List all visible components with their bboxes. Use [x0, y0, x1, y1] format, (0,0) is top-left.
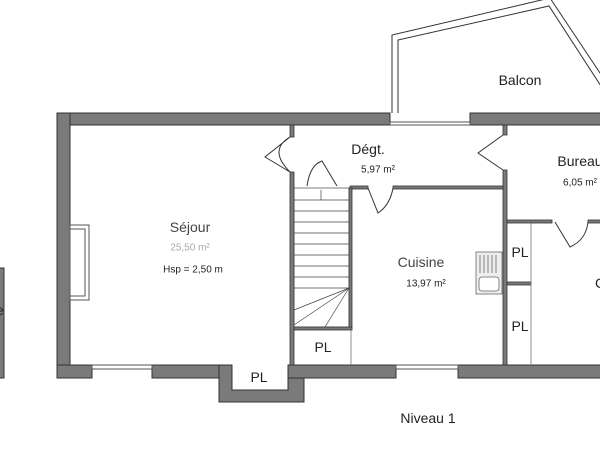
wall-bottom-1: [56, 364, 93, 379]
closet-label: PL: [250, 369, 268, 385]
wall-stairs-bottom: [293, 326, 353, 331]
wall-degt-bottom: [392, 185, 504, 190]
level-label: Niveau 1: [400, 410, 456, 426]
room-area-sejour: 25,50 m²: [170, 242, 210, 254]
wall-bureau-left: [502, 169, 508, 366]
room-label-partial-right: C: [595, 275, 600, 291]
wall-stairs-right: [348, 187, 353, 329]
wall-bottom-4: [457, 364, 600, 379]
wall-sejour-right-top: [289, 124, 295, 138]
wall-pl-divider: [506, 281, 532, 286]
window-sejour: [91, 364, 153, 370]
balcony-outline-outer: [391, 0, 600, 113]
closet-label: PL: [511, 318, 529, 334]
closet-label: PL: [314, 339, 332, 355]
window-top: [389, 121, 471, 126]
room-label-partial-left: e: [0, 302, 4, 318]
room-area-degt: 5,97 m²: [361, 164, 395, 176]
staircase: [293, 187, 350, 328]
wall-top-left: [56, 112, 391, 126]
door-bureau: [477, 134, 504, 171]
room-label-degt: Dégt.: [351, 141, 385, 157]
door-sejour: [264, 136, 291, 173]
door-cuisine: [367, 187, 394, 214]
kitchen-sink: [475, 251, 503, 295]
room-label-cuisine: Cuisine: [397, 254, 445, 270]
wall-sejour-right: [289, 171, 295, 366]
wall-degt-bottom-left: [349, 185, 369, 190]
room-label-balcon: Balcon: [498, 72, 542, 88]
wall-bureau-bottom-1: [506, 219, 553, 224]
balcony-outline-inner: [397, 5, 600, 113]
door-stairs: [306, 160, 338, 187]
wall-bottom-3: [287, 364, 397, 379]
fireplace-inner: [69, 228, 86, 297]
wall-bureau-bottom-2: [587, 219, 600, 224]
room-label-sejour: Séjour: [169, 219, 211, 235]
window-cuisine: [395, 364, 459, 370]
room-label-bureau: Bureau: [557, 153, 600, 169]
wall-left-partial: [0, 267, 5, 379]
closet-label: PL: [511, 244, 529, 260]
wall-left: [56, 112, 71, 379]
room-area-cuisine: 13,97 m²: [406, 278, 446, 290]
room-area-bureau: 6,05 m²: [563, 177, 597, 189]
door-bureau-bottom: [554, 221, 589, 248]
wall-top-right: [469, 112, 600, 126]
wall-bureau-left-top: [502, 124, 508, 136]
room-height-sejour: Hsp = 2,50 m: [163, 264, 223, 276]
